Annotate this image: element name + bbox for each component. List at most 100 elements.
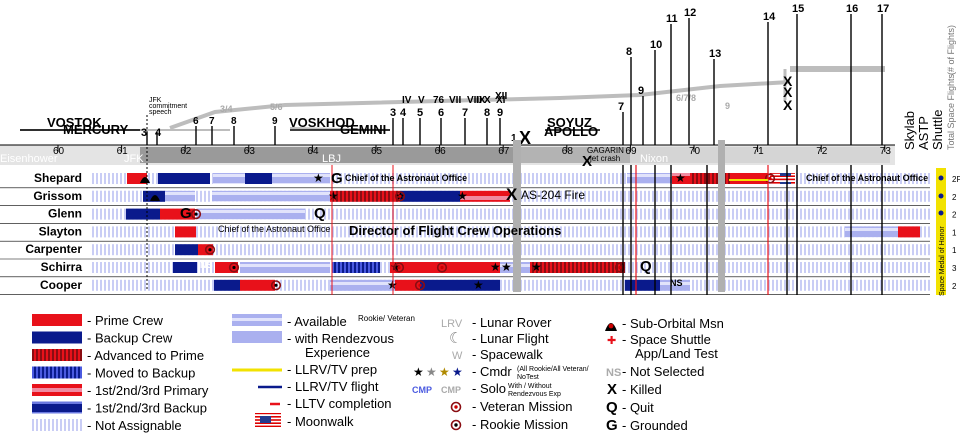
legend-swatch-3 [32,366,82,379]
flight-count-shepard: 2F [952,175,960,184]
not-selected-schirra: NS [200,260,213,270]
legend-g-mark: G [606,417,618,434]
backup-bar [245,173,272,184]
astronaut-shepard: Shepard [34,171,82,185]
roman-ix: IX [476,95,486,106]
legend-lltv-completion: - LLTV completion [287,396,392,411]
vostok-3-4: 3/4 [220,104,233,114]
apollo1-num: 1 [511,133,517,144]
veteran-mission-dot [398,194,402,198]
legend-swatch-2 [32,349,82,361]
gagarin-label-2: jet crash [589,154,620,163]
cmdr-star: ★ [531,260,542,274]
chief-office-label-2: Chief of the Astronaut Office [806,173,928,183]
backup-bar [173,262,197,273]
not-assignable-bar [90,279,930,291]
gemini-flight-3: 3 [390,107,396,119]
program-label-apollo: APOLLO [544,124,598,139]
prime-bar [898,226,920,238]
legend-col1-6: - Not Assignable [87,418,182,433]
grounded-mark-slayton: G [180,205,192,222]
as204-fire-label: AS-204 Fire [521,188,585,202]
mercury-flight-9: 9 [272,116,278,127]
bar [196,226,210,238]
veteran-mission [414,280,426,291]
soyuz-9: 9 [725,101,730,111]
legend-q-mark: Q [606,399,618,416]
legend-space-shuttle: - Space Shuttle [622,332,711,347]
shuttle-label: Shuttle [930,110,945,150]
veteran-mission-dot [397,265,401,270]
year-72: 72 [816,146,828,157]
roman-x: X [484,95,491,106]
legend-cmdr-note-1: (All Rookie/All Veteran/ [517,366,589,373]
bar [660,279,690,291]
cmdr-star: ★ [501,260,512,274]
legend-spacewalk: - Spacewalk [472,347,543,362]
bar [197,262,215,273]
rookie-mission-dot [208,248,212,252]
legend-lunar-flight-mark: ☾ [449,330,462,347]
prime-bar [240,279,275,291]
year-61: 61 [117,146,129,157]
legend-veteran-mission: - Veteran Mission [472,399,572,414]
astronaut-glenn: Glenn [48,207,82,221]
president-nixon: Nixon [640,153,668,165]
veteran-mission-dot [418,283,422,287]
bar [272,173,330,184]
astronaut-slayton: Slayton [39,224,82,238]
veteran-mission [393,262,405,273]
cmdr-star: ★ [328,189,339,203]
flight-count-slayton: 1 [952,228,957,237]
prime-bar [395,279,420,291]
mercury-flight-7: 7 [209,116,215,127]
president-eisenhower: Eisenhower [0,153,58,165]
gemini-flight-7: 7 [462,107,468,119]
legend-lunar-flight: - Lunar Flight [472,331,549,346]
legend-col1-2: - Advanced to Prime [87,348,204,363]
not-assignable-bar [90,244,930,256]
vostok-5-6: 5/6 [270,102,283,112]
rookie-mission [204,244,216,255]
legend-swatch-0 [32,314,82,326]
rookie-mission-dot [274,283,278,287]
roman-v: V [418,95,425,106]
legend-experience: Experience [305,345,370,360]
legend-cmdr-note-2: NoTest [517,374,539,381]
legend-moonwalk-flag [255,413,281,427]
grounded-mark-shepard: G [331,170,343,187]
killed-marks: X [783,84,793,100]
prime-bar [175,226,196,238]
legend-solo: - Solo [472,381,506,396]
legend-quit: - Quit [622,400,654,415]
rookie-mission [228,262,240,273]
bar [332,262,380,273]
astronaut-cooper: Cooper [40,278,82,292]
veteran-mission [614,262,626,273]
mercury-flight-4: 4 [155,127,162,139]
apollo-flight-10: 10 [650,39,662,51]
veteran-mission-dot [618,265,622,270]
legend-solo-note-1: With / Without [508,383,552,390]
program-label-soyuz: SOYUZ [547,115,592,130]
year-60: 60 [53,146,65,157]
flight-count-schirra: 3 [952,264,957,273]
legend-col1-3: - Moved to Backup [87,366,195,381]
cmdr-star: ★ [675,171,686,185]
director-crew-ops-label: Director of Flight Crew Operations [349,223,561,238]
total-flights-sub: (# of Flights) [946,25,956,75]
bar [90,190,143,202]
legend-ns-mark: NS [606,367,621,379]
prime-bar [127,173,147,184]
bar [330,190,400,202]
legend-lunar-rover: - Lunar Rover [472,315,552,330]
legend-sub-orbital: - Sub-Orbital Msn [622,316,724,331]
legend-solo-note-2: Rendezvous Exp [508,391,561,398]
bar [165,190,195,202]
apollo-flight-17: 17 [877,3,889,15]
apollo-flight-16: 16 [846,3,858,15]
backup-bar [126,208,160,220]
